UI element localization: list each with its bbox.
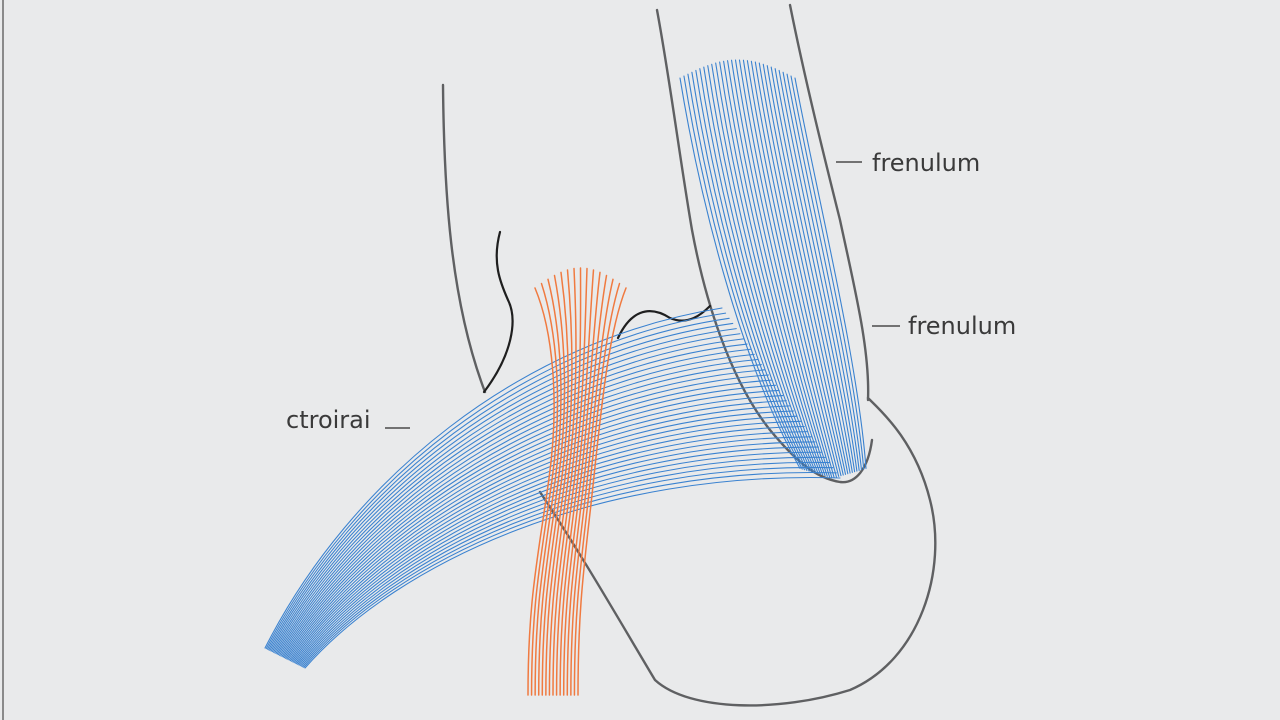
orange-fiber	[570, 278, 614, 696]
band-fiber	[288, 410, 795, 661]
orange-fiber	[573, 282, 621, 696]
band-fiber	[280, 374, 770, 657]
dark-squiggle-left	[482, 230, 514, 394]
band-fiber	[304, 476, 841, 669]
orange-fiber	[559, 269, 595, 696]
column-fiber	[695, 69, 810, 472]
column-fiber-bundle	[679, 59, 867, 479]
band-fiber	[281, 379, 773, 658]
column-fiber	[750, 60, 842, 477]
left-structure-label: ctroirai	[286, 406, 371, 434]
band-fiber	[297, 446, 820, 665]
band-fiber	[303, 471, 837, 668]
bulb-outline	[538, 396, 937, 707]
column-fiber	[723, 60, 826, 477]
band-fiber	[264, 307, 723, 649]
band-fiber	[298, 451, 823, 666]
column-fiber	[738, 59, 835, 479]
band-fiber	[294, 436, 812, 664]
band-fiber	[293, 431, 809, 664]
column-fiber	[782, 71, 860, 471]
column-fiber	[699, 68, 812, 473]
orange-fiber	[562, 271, 601, 696]
column-fiber	[687, 73, 806, 471]
frenulum-top-label: frenulum	[872, 149, 980, 177]
column-fiber	[774, 68, 856, 473]
column-fiber	[762, 63, 849, 475]
band-fiber	[300, 461, 830, 667]
orange-fiber	[577, 287, 627, 696]
band-fiber	[302, 466, 834, 668]
orange-fiber-bundle	[527, 267, 627, 696]
orange-fiber	[530, 282, 559, 696]
orange-fiber	[541, 271, 569, 696]
orange-fiber	[527, 287, 555, 696]
band-fiber	[299, 456, 827, 667]
column-fiber	[703, 66, 815, 473]
orange-fiber	[545, 269, 573, 696]
muscle-band-fibers	[264, 307, 841, 669]
band-fiber	[291, 420, 802, 662]
band-fiber	[277, 364, 762, 656]
band-fiber	[295, 441, 816, 665]
band-fiber	[266, 317, 730, 650]
right-column-outline	[788, 3, 870, 402]
column-fiber	[778, 69, 858, 472]
band-fiber	[282, 384, 777, 658]
band-fiber	[286, 400, 787, 660]
band-fiber	[268, 322, 734, 651]
band-fiber	[274, 348, 752, 654]
column-fiber	[719, 61, 824, 476]
band-fiber	[271, 338, 744, 653]
band-fiber	[270, 333, 741, 652]
column-fiber	[731, 59, 831, 478]
column-fiber	[691, 71, 808, 471]
band-fiber	[287, 405, 791, 661]
band-fiber	[269, 328, 737, 651]
band-fiber	[272, 343, 748, 653]
column-fiber	[786, 73, 862, 471]
orange-fiber	[548, 267, 577, 696]
column-fiber	[715, 62, 822, 475]
column-fiber	[790, 75, 865, 470]
dark-squiggle-right	[616, 304, 712, 340]
column-fiber	[758, 62, 847, 475]
band-fiber	[265, 312, 727, 650]
band-fiber	[292, 425, 805, 663]
column-fiber	[754, 61, 844, 476]
band-fiber	[276, 358, 759, 655]
band-fiber	[283, 389, 780, 659]
column-fiber	[746, 60, 840, 477]
column-fiber	[742, 59, 837, 478]
frenulum-mid-label: frenulum	[908, 312, 1016, 340]
orange-fiber	[552, 267, 582, 696]
column-fiber	[734, 59, 833, 479]
column-fiber	[707, 65, 817, 474]
left-outline	[441, 83, 487, 394]
orange-fiber	[566, 274, 608, 696]
column-fiber	[727, 60, 828, 477]
band-fiber	[275, 353, 755, 654]
column-fiber	[794, 77, 867, 469]
orange-fiber	[555, 267, 588, 696]
orange-fiber	[537, 274, 566, 696]
column-fiber	[766, 65, 851, 474]
band-fiber	[279, 369, 766, 656]
column-fiber	[770, 66, 853, 473]
band-fiber	[289, 415, 798, 662]
orange-fiber	[534, 278, 562, 696]
band-fiber	[285, 395, 784, 659]
column-fiber	[711, 63, 819, 475]
